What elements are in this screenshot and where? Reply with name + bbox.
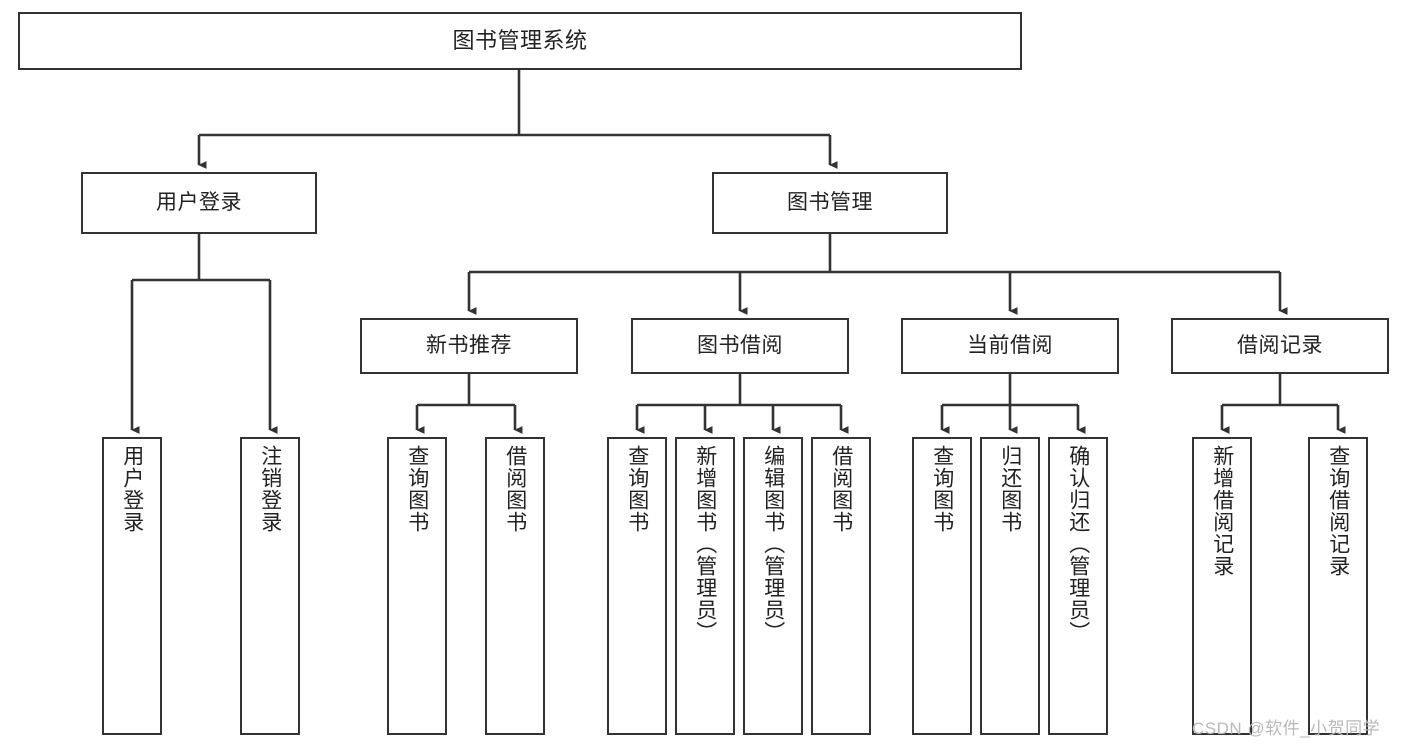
node-leaf-borrow-book-2[interactable]: 借阅图书: [811, 437, 871, 735]
node-borrow-record[interactable]: 借阅记录: [1171, 318, 1389, 374]
node-leaf-confirm-return[interactable]: 确认归还（管理员）: [1048, 437, 1108, 735]
node-label: 查询借阅记录: [1326, 445, 1350, 577]
node-label: 图书管理系统: [452, 28, 588, 54]
node-current-borrow[interactable]: 当前借阅: [901, 318, 1119, 374]
node-leaf-add-record[interactable]: 新增借阅记录: [1192, 437, 1252, 735]
node-label: 图书借阅: [697, 333, 783, 357]
node-label: 当前借阅: [967, 333, 1053, 357]
node-leaf-add-book[interactable]: 新增图书（管理员）: [675, 437, 735, 735]
node-book-borrow[interactable]: 图书借阅: [631, 318, 849, 374]
node-label: 编辑图书（管理员）: [761, 445, 785, 643]
node-label: 新增图书（管理员）: [693, 445, 717, 643]
node-leaf-query-record[interactable]: 查询借阅记录: [1308, 437, 1368, 735]
watermark: CSDN @软件_小贺同学: [1192, 719, 1381, 738]
node-label: 查询图书: [405, 445, 429, 533]
node-new-book-recommend[interactable]: 新书推荐: [360, 318, 578, 374]
node-book-manage[interactable]: 图书管理: [712, 172, 948, 234]
node-leaf-return-book[interactable]: 归还图书: [980, 437, 1040, 735]
node-label: 新书推荐: [426, 333, 512, 357]
node-label: 查询图书: [930, 445, 954, 533]
node-label: 图书管理: [787, 190, 873, 214]
node-label: 借阅记录: [1237, 333, 1323, 357]
node-leaf-query-book-3[interactable]: 查询图书: [912, 437, 972, 735]
node-user-login[interactable]: 用户登录: [81, 172, 317, 234]
node-label: 用户登录: [156, 190, 242, 214]
node-leaf-user-login[interactable]: 用户登录: [102, 437, 162, 735]
node-label: 用户登录: [120, 445, 144, 533]
node-label: 新增借阅记录: [1210, 445, 1234, 577]
node-label: 确认归还（管理员）: [1066, 445, 1090, 643]
node-label: 借阅图书: [829, 445, 853, 533]
node-label: 查询图书: [625, 445, 649, 533]
node-leaf-logout[interactable]: 注销登录: [240, 437, 300, 735]
node-label: 归还图书: [998, 445, 1022, 533]
node-leaf-query-book-1[interactable]: 查询图书: [387, 437, 447, 735]
node-label: 借阅图书: [503, 445, 527, 533]
node-root-system[interactable]: 图书管理系统: [18, 12, 1022, 70]
node-leaf-borrow-book-1[interactable]: 借阅图书: [485, 437, 545, 735]
node-leaf-query-book-2[interactable]: 查询图书: [607, 437, 667, 735]
node-label: 注销登录: [258, 445, 282, 533]
node-leaf-edit-book[interactable]: 编辑图书（管理员）: [743, 437, 803, 735]
